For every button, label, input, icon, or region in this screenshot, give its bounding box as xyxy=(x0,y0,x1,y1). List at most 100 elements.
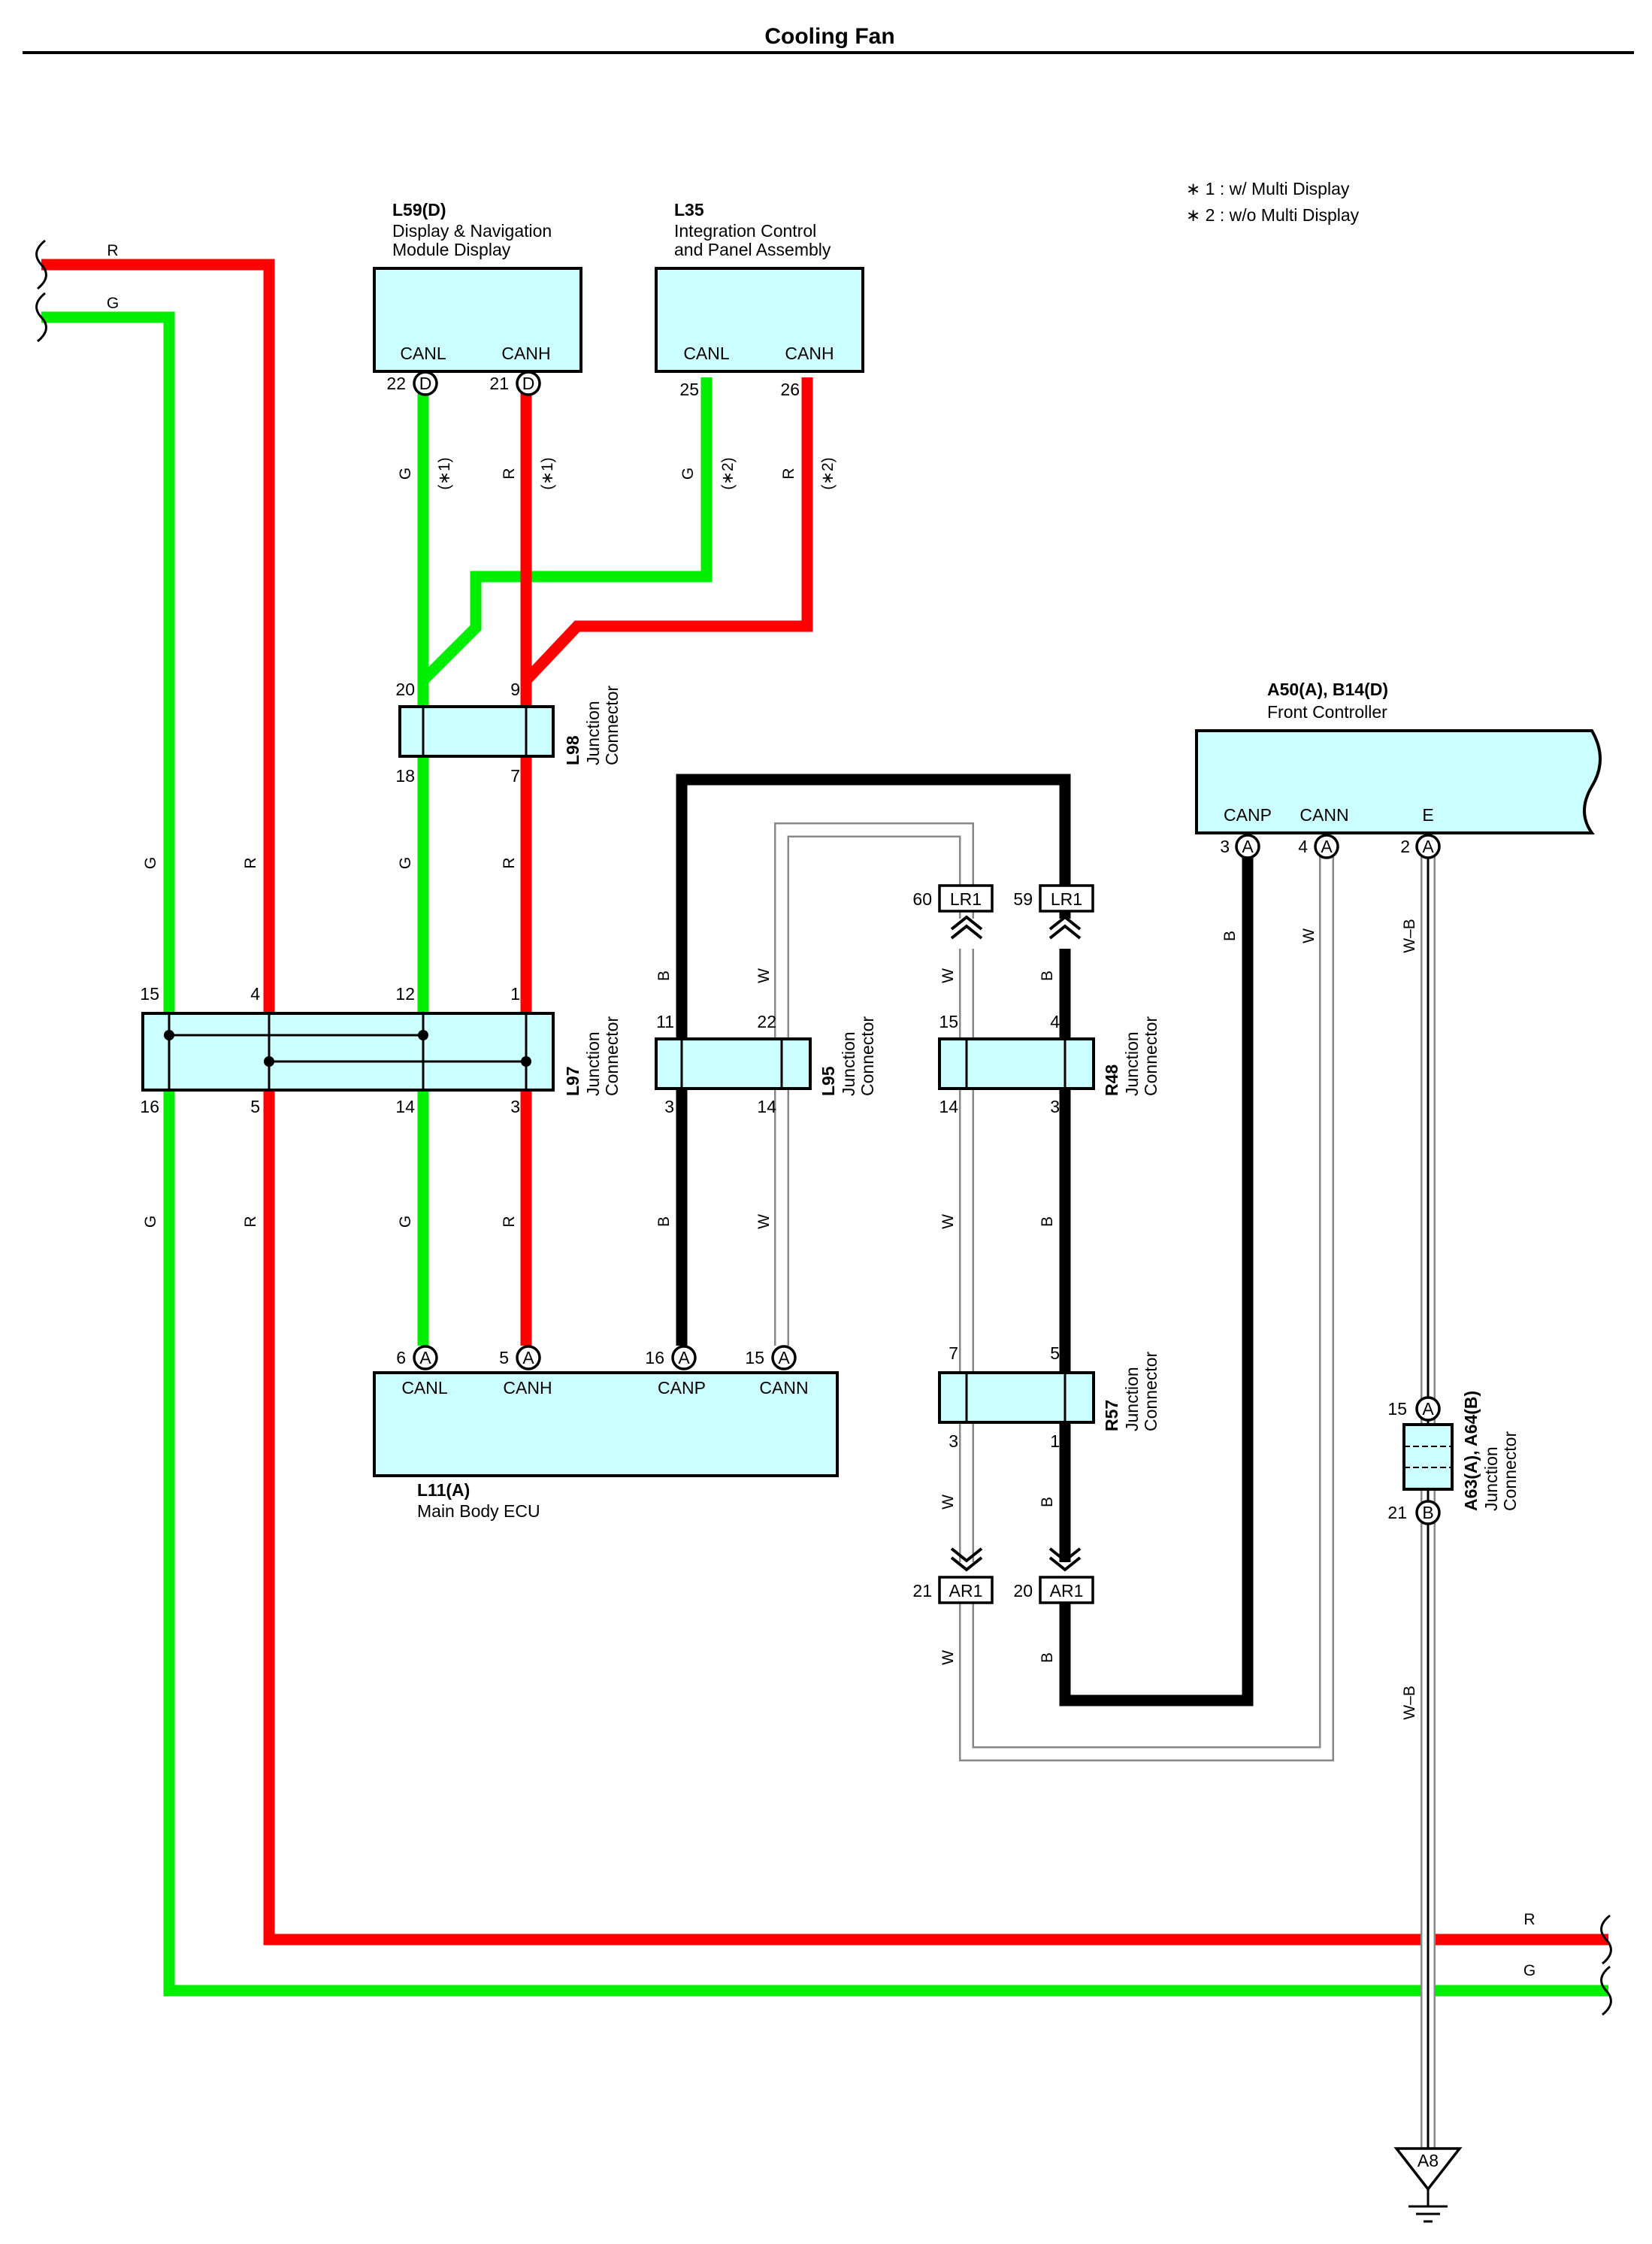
l97-name-2: Connector xyxy=(602,1016,622,1096)
junction-a63: A B 15 21 A63(A), A64(B) Junction Connec… xyxy=(1387,1391,1520,1525)
l98-pin-20: 20 xyxy=(395,680,415,699)
a50-id: A50(A), B14(D) xyxy=(1267,680,1388,699)
l11-cann-pin: 15 xyxy=(745,1348,764,1367)
break-mark-right xyxy=(1600,1914,1612,2016)
component-l59: L59(D) Display & Navigation Module Displ… xyxy=(373,200,582,396)
l11-name: Main Body ECU xyxy=(417,1501,540,1521)
l95-name-1: Junction xyxy=(839,1031,858,1096)
l97-pin-15: 15 xyxy=(140,984,159,1004)
ar1-pin-21: 21 xyxy=(912,1581,932,1600)
lbl-w-r57-bot: W xyxy=(939,1494,957,1510)
lbl-g-l59: G xyxy=(397,468,414,480)
lbl-wb-top: W–B xyxy=(1401,919,1418,953)
r57-pin-1: 1 xyxy=(1050,1431,1060,1451)
lbl-star1-g: (∗1) xyxy=(436,457,453,489)
lbl-wb-bot: W–B xyxy=(1401,1685,1418,1720)
l11-canp-letter: A xyxy=(678,1348,690,1367)
lbl-r-l35: R xyxy=(780,468,797,479)
a50-e-label: E xyxy=(1422,805,1433,825)
lbl-g-l98-l97: G xyxy=(397,857,414,869)
lbl-g-bottom-right: G xyxy=(1523,1962,1536,1979)
wire-g-main-bus xyxy=(41,311,1608,1997)
lbl-r-l98-l97: R xyxy=(501,857,518,868)
lbl-r-left-upper: R xyxy=(242,857,259,868)
lbl-b-a50: B xyxy=(1221,931,1239,941)
l97-pin-16: 16 xyxy=(140,1097,159,1116)
a63-pin-15: 15 xyxy=(1387,1399,1407,1419)
diagram-title: Cooling Fan xyxy=(764,24,894,49)
ar1-label-w: AR1 xyxy=(949,1581,983,1600)
l11-canl-pin: 6 xyxy=(396,1348,406,1367)
break-mark-left xyxy=(35,239,47,343)
l97-pin-3: 3 xyxy=(510,1097,520,1116)
lr1-label-w: LR1 xyxy=(950,889,982,909)
a50-e-letter: A xyxy=(1422,837,1434,856)
lbl-w-l95-bot: W xyxy=(755,1214,773,1229)
l98-name-1: Junction xyxy=(583,701,603,765)
ar1-label-b: AR1 xyxy=(1050,1581,1084,1600)
wire-w-ar1-a50 xyxy=(959,856,1334,1761)
l59-canh-label: CANH xyxy=(501,344,550,363)
l35-name-2: and Panel Assembly xyxy=(674,240,831,259)
l35-canh-label: CANH xyxy=(785,344,834,363)
lbl-w-r48-top: W xyxy=(939,968,957,983)
lbl-g-left-upper: G xyxy=(142,857,159,869)
a63-letter-bot: B xyxy=(1422,1503,1433,1522)
lbl-w-a50: W xyxy=(1300,928,1318,943)
l59-name-2: Module Display xyxy=(392,240,511,259)
r57-pin-3: 3 xyxy=(949,1431,958,1451)
r48-id: R48 xyxy=(1102,1064,1121,1096)
a63-name-1: Junction xyxy=(1481,1446,1501,1511)
l98-pin-9: 9 xyxy=(510,680,520,699)
inline-connector-lr1: LR1 LR1 60 59 xyxy=(912,884,1094,940)
junction-l97: 15 4 12 1 16 5 14 3 L97 Junction Connect… xyxy=(140,984,622,1116)
a50-cann-label: CANN xyxy=(1300,805,1348,825)
a50-canp-pin: 3 xyxy=(1220,837,1230,856)
lbl-g-l97-l11: G xyxy=(397,1216,414,1228)
l59-canl-pin: 22 xyxy=(386,374,406,393)
r57-id: R57 xyxy=(1102,1400,1121,1431)
junction-l95: 11 22 3 14 L95 Junction Connector xyxy=(655,1012,877,1116)
wire-labels: R G R G G R G R G (∗1) R (∗1) G (∗2) R (… xyxy=(107,242,1536,1979)
a50-canp-letter: A xyxy=(1242,837,1254,856)
l11-canh-label: CANH xyxy=(503,1378,552,1398)
junction-r48: 15 4 14 3 R48 Junction Connector xyxy=(938,1012,1160,1116)
lbl-b-r57-bot: B xyxy=(1039,1497,1056,1507)
a50-canp-label: CANP xyxy=(1224,805,1272,825)
l59-canl-letter: D xyxy=(419,374,432,393)
l97-pin-1: 1 xyxy=(510,984,520,1004)
lbl-g-l35: G xyxy=(679,468,697,480)
l97-pin-5: 5 xyxy=(250,1097,260,1116)
l35-canl-pin: 25 xyxy=(679,380,699,399)
l97-name-1: Junction xyxy=(583,1031,603,1096)
lbl-r-left-lower: R xyxy=(242,1216,259,1227)
lbl-r-l59: R xyxy=(501,468,518,479)
l35-name-1: Integration Control xyxy=(674,221,816,241)
l95-pin-3: 3 xyxy=(664,1097,674,1116)
lbl-r-bottom-right: R xyxy=(1523,1911,1535,1928)
lbl-b-l95-top: B xyxy=(655,971,673,981)
wire-g-l35-canl xyxy=(419,377,713,685)
lbl-b-r48-bot: B xyxy=(1039,1216,1056,1227)
lbl-w-l95-top: W xyxy=(755,968,773,983)
l97-pin-12: 12 xyxy=(395,984,415,1004)
a50-cann-pin: 4 xyxy=(1298,837,1308,856)
l11-canp-label: CANP xyxy=(658,1378,706,1398)
wire-b-ar1-a50 xyxy=(1059,856,1254,1706)
l11-canp-pin: 16 xyxy=(645,1348,664,1367)
lr1-label-b: LR1 xyxy=(1051,889,1082,909)
note-1: ∗ 1 : w/ Multi Display xyxy=(1186,179,1350,198)
l95-id: L95 xyxy=(818,1066,838,1096)
l98-pin-18: 18 xyxy=(395,766,415,786)
r48-pin-15: 15 xyxy=(939,1012,958,1031)
l97-id: L97 xyxy=(563,1066,582,1096)
l59-name-1: Display & Navigation xyxy=(392,221,552,241)
a50-e-pin: 2 xyxy=(1400,837,1410,856)
l98-pin-7: 7 xyxy=(510,766,520,786)
junction-r57: 7 5 3 1 R57 Junction Connector xyxy=(938,1343,1160,1451)
lbl-star2-r: (∗2) xyxy=(819,457,837,489)
l59-canh-letter: D xyxy=(522,374,535,393)
l95-pin-11: 11 xyxy=(656,1012,674,1031)
lbl-b-r48-top: B xyxy=(1039,971,1056,981)
lbl-r-l97-l11: R xyxy=(501,1216,518,1227)
